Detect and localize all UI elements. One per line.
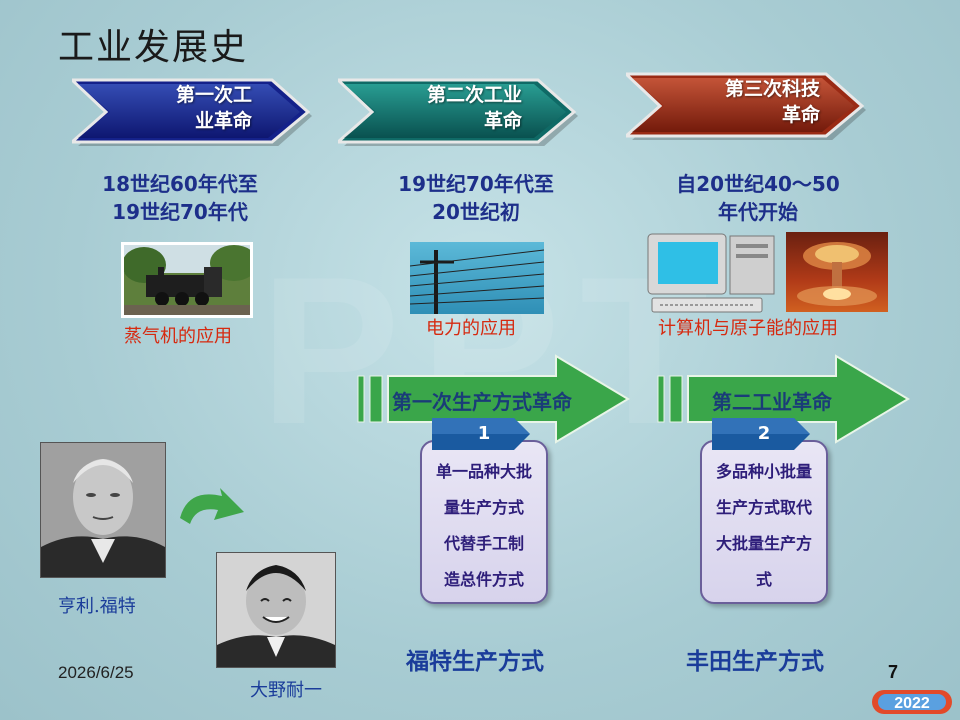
taiichi-ohno-name: 大野耐一 xyxy=(250,680,322,701)
arrow-label: 第一次生产方式革命 xyxy=(392,390,572,414)
chevron-line1: 第二次工业 xyxy=(426,84,522,106)
ford-method-text: 单一品种大批 量生产方式 代替手工制 造总件方式 xyxy=(435,462,532,589)
number-label: 1 xyxy=(477,423,491,444)
chevron-line2: 革命 xyxy=(781,104,820,126)
period-line2: 19世纪70年代 xyxy=(112,200,248,224)
curved-arrow-icon xyxy=(174,484,250,542)
nuclear-explosion-image xyxy=(786,232,888,312)
toyota-method-text: 多品种小批量 生产方式取代 大批量生产方 式 xyxy=(715,462,812,589)
henry-ford-portrait xyxy=(40,442,166,578)
power-lines-image xyxy=(410,242,544,314)
chevron-line1: 第一次工 xyxy=(175,84,252,106)
caption-steam-engine: 蒸气机的应用 xyxy=(124,326,232,347)
toyota-method-box: 多品种小批量 生产方式取代 大批量生产方 式 xyxy=(700,440,828,604)
page-number: 7 xyxy=(888,662,899,682)
chevron-third-technological-revolution: 第三次科技 革命 xyxy=(626,70,876,140)
henry-ford-name: 亨利.福特 xyxy=(58,596,136,617)
logo-2022: 2022 xyxy=(872,688,952,716)
period-third: 自20世纪40～50 年代开始 xyxy=(628,170,888,226)
chevron-first-industrial-revolution: 第一次工 业革命 xyxy=(72,76,322,146)
caption-computer-atomic: 计算机与原子能的应用 xyxy=(658,318,838,339)
logo-text: 2022 xyxy=(894,695,930,712)
period-line2: 20世纪初 xyxy=(432,200,520,224)
chevron-line2: 业革命 xyxy=(194,110,252,132)
period-line1: 19世纪70年代至 xyxy=(398,172,554,196)
steam-locomotive-image xyxy=(121,242,253,318)
arrow-label: 第二工业革命 xyxy=(712,390,832,414)
taiichi-ohno-portrait xyxy=(216,552,336,668)
toyota-production-label: 丰田生产方式 xyxy=(686,649,824,675)
number-tab-2: 2 xyxy=(712,418,812,450)
number-tab-1: 1 xyxy=(432,418,532,450)
caption-electricity: 电力的应用 xyxy=(426,318,516,339)
chevron-line2: 革命 xyxy=(483,110,522,132)
slide-date: 2026/6/25 xyxy=(58,663,134,682)
chevron-line1: 第三次科技 xyxy=(724,78,820,100)
period-line1: 18世纪60年代至 xyxy=(102,172,258,196)
chevron-label: 第二次工业 革命 xyxy=(382,82,522,134)
slide-title: 工业发展史 xyxy=(58,27,249,68)
chevron-second-industrial-revolution: 第二次工业 革命 xyxy=(338,76,588,146)
ford-production-label: 福特生产方式 xyxy=(406,649,544,675)
number-label: 2 xyxy=(757,423,771,444)
period-second: 19世纪70年代至 20世纪初 xyxy=(346,170,606,226)
ford-method-box: 单一品种大批 量生产方式 代替手工制 造总件方式 xyxy=(420,440,548,604)
computer-image xyxy=(646,230,778,316)
chevron-label: 第三次科技 革命 xyxy=(680,76,820,128)
chevron-label: 第一次工 业革命 xyxy=(112,82,252,134)
period-line2: 年代开始 xyxy=(718,200,798,224)
period-line1: 自20世纪40～50 xyxy=(676,172,840,196)
period-first: 18世纪60年代至 19世纪70年代 xyxy=(50,170,310,226)
